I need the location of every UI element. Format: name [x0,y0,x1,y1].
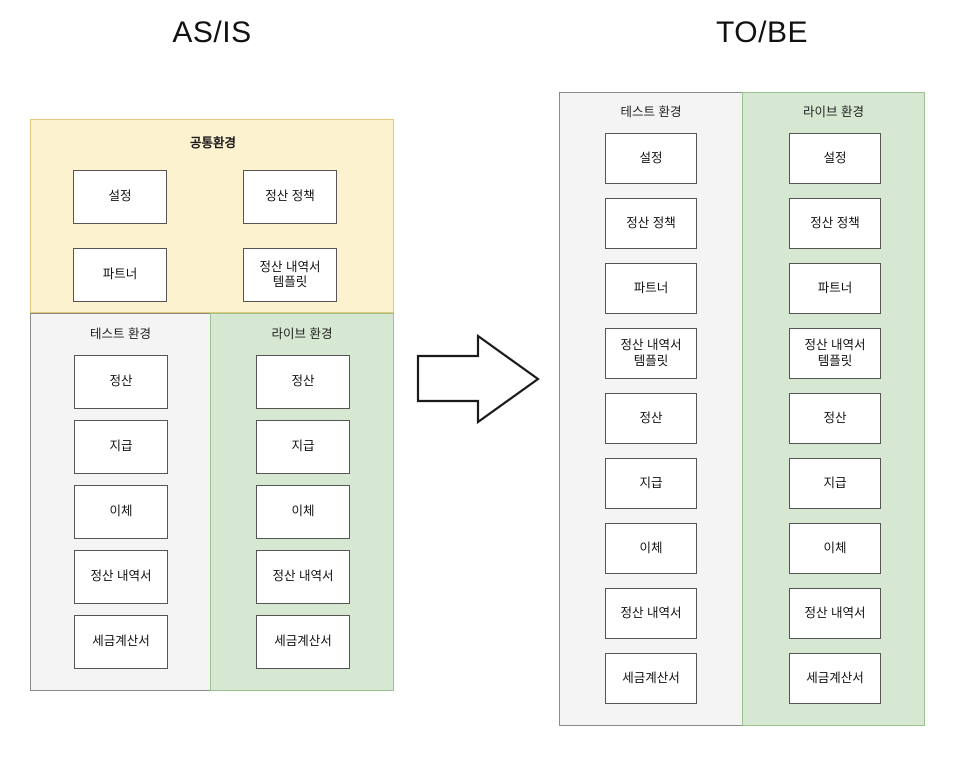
asis-test-node-statement[interactable]: 정산 내역서 [74,550,168,604]
asis-common-environment-label: 공통환경 [189,136,236,150]
asis-test-node-settlement[interactable]: 정산 [74,355,168,409]
tobe-test-node-settlement-policy[interactable]: 정산 정책 [605,198,697,249]
tobe-live-environment-label: 라이브 환경 [803,105,864,119]
asis-title: AS/IS [172,16,252,49]
tobe-test-environment-label: 테스트 환경 [620,105,682,119]
tobe-test-node-statement-doc[interactable]: 정산 내역서 [605,588,697,639]
asis-test-node-tax-invoice[interactable]: 세금계산서 [74,615,168,669]
asis-common-node-settings[interactable]: 설정 [73,170,167,224]
tobe-live-node-settings[interactable]: 설정 [789,133,881,184]
tobe-test-node-settlement[interactable]: 정산 [605,393,697,444]
asis-live-node-transfer[interactable]: 이체 [256,485,350,539]
tobe-test-environment-panel: 테스트 환경 설정 정산 정책 파트너 정산 내역서 템플릿 정산 지급 이체 … [559,92,742,726]
tobe-test-node-transfer[interactable]: 이체 [605,523,697,574]
asis-common-node-settlement-policy[interactable]: 정산 정책 [243,170,337,224]
tobe-live-node-settlement-policy[interactable]: 정산 정책 [789,198,881,249]
tobe-test-node-tax-invoice[interactable]: 세금계산서 [605,653,697,704]
tobe-live-node-transfer[interactable]: 이체 [789,523,881,574]
tobe-live-node-settlement[interactable]: 정산 [789,393,881,444]
asis-test-node-transfer[interactable]: 이체 [74,485,168,539]
asis-test-environment-panel: 테스트 환경 정산 지급 이체 정산 내역서 세금계산서 [30,313,210,691]
tobe-live-node-partner[interactable]: 파트너 [789,263,881,314]
asis-diagram: 공통환경 설정 정산 정책 파트너 정산 내역서 템플릿 테스트 환경 정산 지… [30,119,394,691]
asis-live-node-tax-invoice[interactable]: 세금계산서 [256,615,350,669]
tobe-test-node-settings[interactable]: 설정 [605,133,697,184]
asis-live-node-statement[interactable]: 정산 내역서 [256,550,350,604]
asis-test-environment-label: 테스트 환경 [90,327,151,341]
right-arrow-icon [416,333,540,425]
asis-live-environment-panel: 라이브 환경 정산 지급 이체 정산 내역서 세금계산서 [210,313,394,691]
tobe-live-environment-panel: 라이브 환경 설정 정산 정책 파트너 정산 내역서 템플릿 정산 지급 이체 … [742,92,925,726]
tobe-test-node-payout[interactable]: 지급 [605,458,697,509]
asis-live-node-settlement[interactable]: 정산 [256,355,350,409]
asis-common-node-statement-template[interactable]: 정산 내역서 템플릿 [243,248,337,302]
tobe-live-node-statement-doc[interactable]: 정산 내역서 [789,588,881,639]
asis-live-environment-label: 라이브 환경 [271,327,333,341]
tobe-diagram: 테스트 환경 설정 정산 정책 파트너 정산 내역서 템플릿 정산 지급 이체 … [559,92,925,726]
tobe-test-node-statement-template[interactable]: 정산 내역서 템플릿 [605,328,697,379]
tobe-live-node-payout[interactable]: 지급 [789,458,881,509]
tobe-test-node-partner[interactable]: 파트너 [605,263,697,314]
tobe-live-node-statement-template[interactable]: 정산 내역서 템플릿 [789,328,881,379]
asis-live-node-payout[interactable]: 지급 [256,420,350,474]
asis-common-node-partner[interactable]: 파트너 [73,248,167,302]
tobe-title: TO/BE [716,16,808,49]
asis-test-node-payout[interactable]: 지급 [74,420,168,474]
tobe-live-node-tax-invoice[interactable]: 세금계산서 [789,653,881,704]
